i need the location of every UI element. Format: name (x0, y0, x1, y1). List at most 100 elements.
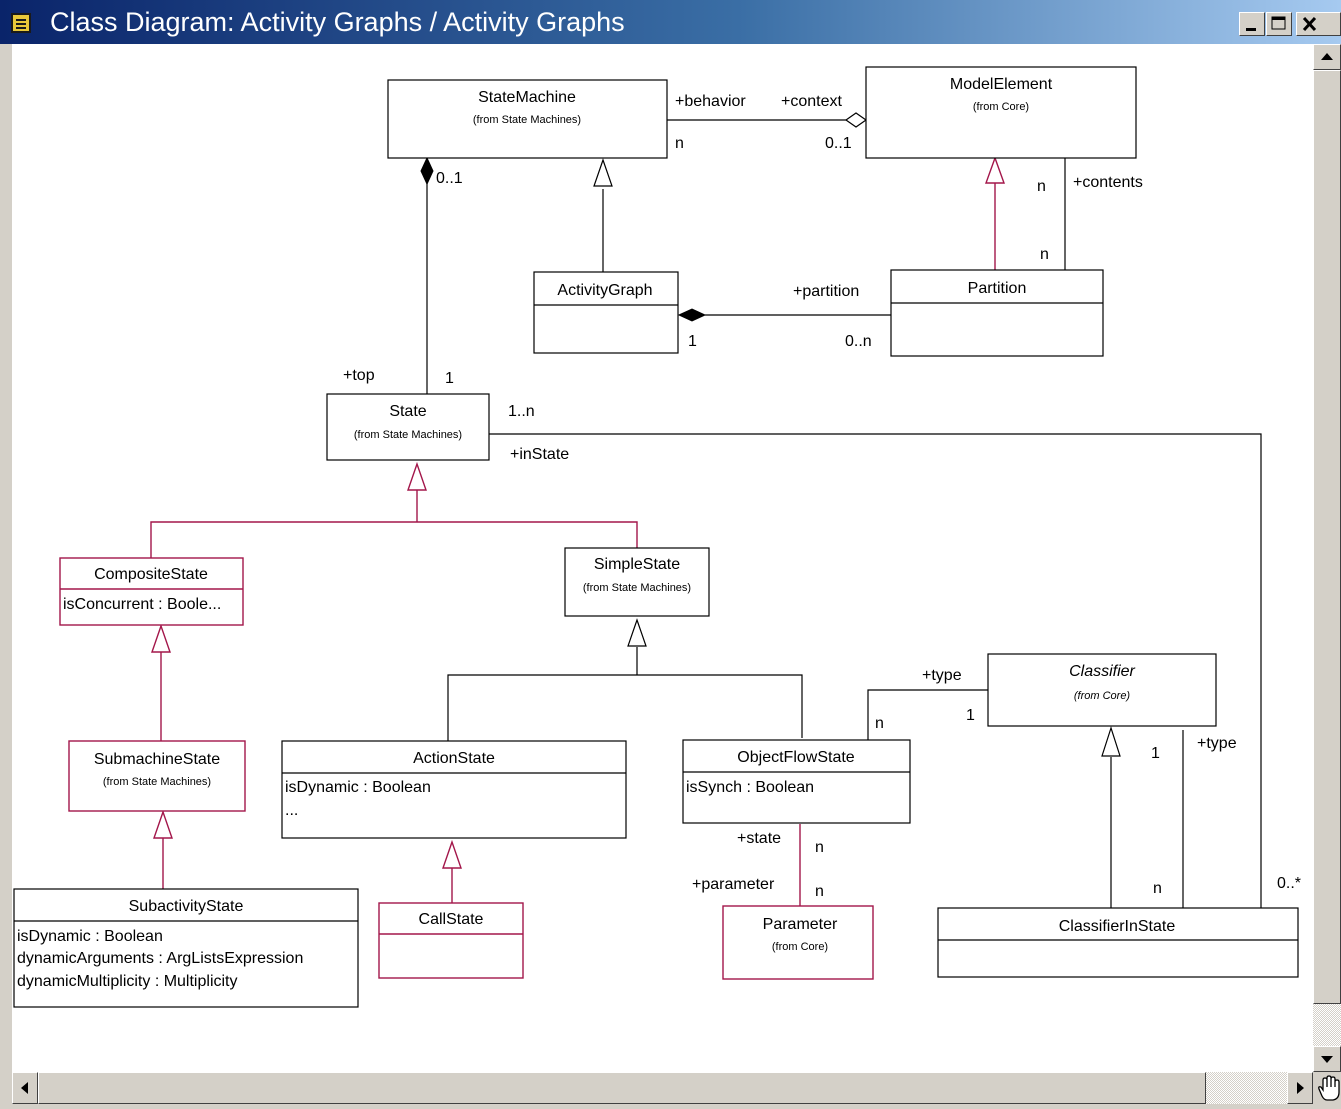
classifier-from: (from Core) (1074, 690, 1131, 702)
subactivitystate-attr-3: dynamicMultiplicity : Multiplicity (17, 973, 238, 990)
activitygraph-box[interactable] (533, 271, 679, 354)
title-bar[interactable]: Class Diagram: Activity Graphs / Activit… (0, 0, 1341, 44)
vertical-scrollbar[interactable] (1313, 44, 1341, 1072)
instate-association (489, 433, 1262, 908)
simplestate-name: SimpleState (594, 556, 680, 573)
statemachine-from: (from State Machines) (473, 114, 581, 126)
top-composition-diamond (420, 156, 434, 186)
instate-role: +inState (510, 446, 569, 463)
modelelement-multiplicity: 0..1 (825, 135, 852, 152)
type-role: +type (922, 667, 962, 684)
class-diagram: StateMachine (from State Machines) Model… (13, 66, 1301, 1008)
statemachine-multiplicity: n (675, 135, 684, 152)
maximize-button[interactable] (1266, 12, 1292, 36)
arrow-left-icon (21, 1082, 28, 1094)
modelelement-from: (from Core) (973, 101, 1029, 113)
state-branch-line (150, 521, 638, 558)
partition-composition-diamond (677, 308, 707, 322)
composite-generalization-arrow (151, 623, 171, 653)
classifierinstate-instate-multiplicity: 0..* (1277, 875, 1301, 892)
objectflowstate-box[interactable] (682, 739, 911, 824)
submachinestate-box[interactable] (68, 740, 246, 812)
subactivitystate-name: SubactivityState (129, 898, 244, 915)
objectflowstate-name: ObjectFlowState (737, 749, 854, 766)
state-name: State (389, 403, 426, 420)
classifier-generalization-arrow (1101, 726, 1121, 757)
classifierinstate-type-multiplicity: n (1153, 880, 1162, 897)
horizontal-scroll-thumb[interactable] (38, 1072, 1206, 1104)
objectflowstate-attr: isSynch : Boolean (686, 779, 814, 796)
diagram-canvas[interactable]: StateMachine (from State Machines) Model… (12, 44, 1313, 1072)
compositestate-box[interactable] (59, 557, 244, 626)
state-from: (from State Machines) (354, 429, 462, 441)
arrow-right-icon (1297, 1082, 1304, 1094)
submachinestate-from: (from State Machines) (103, 776, 211, 788)
classifier-box[interactable] (987, 653, 1217, 727)
parameter-box[interactable] (722, 905, 874, 980)
parameter-role: +parameter (692, 876, 775, 893)
context-role: +context (781, 93, 842, 110)
actionstate-generalization-arrow (442, 839, 462, 869)
arrow-up-icon (1321, 53, 1333, 60)
partition-box[interactable] (890, 269, 1104, 357)
scroll-up-button[interactable] (1313, 44, 1341, 70)
top-composition-multiplicity: 0..1 (436, 170, 463, 187)
classifierinstate-box[interactable] (937, 907, 1299, 978)
class-diagram-icon (11, 13, 31, 33)
hand-icon (1318, 1075, 1340, 1101)
classifier-type-multiplicity: 1 (966, 707, 975, 724)
scroll-left-button[interactable] (12, 1072, 38, 1104)
scroll-down-button[interactable] (1313, 1046, 1341, 1072)
type-association (867, 689, 988, 740)
state-top-multiplicity: 1 (445, 370, 454, 387)
submachine-generalization-arrow (153, 809, 173, 839)
statemachine-name: StateMachine (478, 89, 576, 106)
type2-role: +type (1197, 735, 1237, 752)
state-generalization-arrow (407, 461, 427, 491)
actionstate-attr-2: ... (285, 802, 298, 819)
partition-name: Partition (968, 280, 1027, 297)
modelelement-name: ModelElement (950, 76, 1053, 93)
objectflowstate-type-multiplicity: n (875, 715, 884, 732)
classifier-type2-multiplicity: 1 (1151, 745, 1160, 762)
state-role: +state (737, 830, 781, 847)
submachinestate-name: SubmachineState (94, 751, 220, 768)
arrow-down-icon (1321, 1056, 1333, 1063)
parameter-multiplicity: n (815, 883, 824, 900)
subactivitystate-attr-2: dynamicArguments : ArgListsExpression (17, 950, 303, 967)
parameter-name: Parameter (763, 916, 838, 933)
window-title: Class Diagram: Activity Graphs / Activit… (50, 7, 625, 37)
statemachine-box[interactable] (387, 79, 668, 159)
actionstate-box[interactable] (281, 740, 627, 839)
activitygraph-multiplicity: 1 (688, 333, 697, 350)
minimize-button[interactable] (1239, 12, 1265, 36)
classifierinstate-name: ClassifierInState (1059, 918, 1176, 935)
parameter-from: (from Core) (772, 941, 828, 953)
pan-hand-button[interactable] (1313, 1072, 1341, 1104)
top-role: +top (343, 367, 375, 384)
state-box[interactable] (326, 393, 490, 461)
simplestate-box[interactable] (564, 547, 710, 617)
actionstate-name: ActionState (413, 750, 495, 767)
contents-role: +contents (1073, 174, 1143, 191)
vertical-scroll-thumb[interactable] (1313, 70, 1341, 1004)
scroll-right-button[interactable] (1287, 1072, 1313, 1104)
classifier-name: Classifier (1069, 663, 1135, 680)
close-button[interactable] (1296, 12, 1341, 36)
subactivitystate-box[interactable] (13, 888, 359, 1008)
instate-multiplicity: 1..n (508, 403, 535, 420)
partition-role: +partition (793, 283, 859, 300)
objectflowstate-parameter-multiplicity: n (815, 839, 824, 856)
callstate-box[interactable] (378, 902, 524, 979)
partition-multiplicity: 0..n (845, 333, 872, 350)
modelelement-box[interactable] (865, 66, 1137, 159)
subactivitystate-attr-1: isDynamic : Boolean (17, 928, 163, 945)
behavior-role: +behavior (675, 93, 746, 110)
simplestate-branch-line (447, 674, 803, 741)
horizontal-scrollbar[interactable] (12, 1072, 1313, 1104)
context-aggregation-diamond (844, 112, 868, 128)
simplestate-generalization-arrow (627, 618, 647, 647)
partition-generalization-arrow (985, 155, 1005, 184)
simplestate-from: (from State Machines) (583, 582, 691, 594)
